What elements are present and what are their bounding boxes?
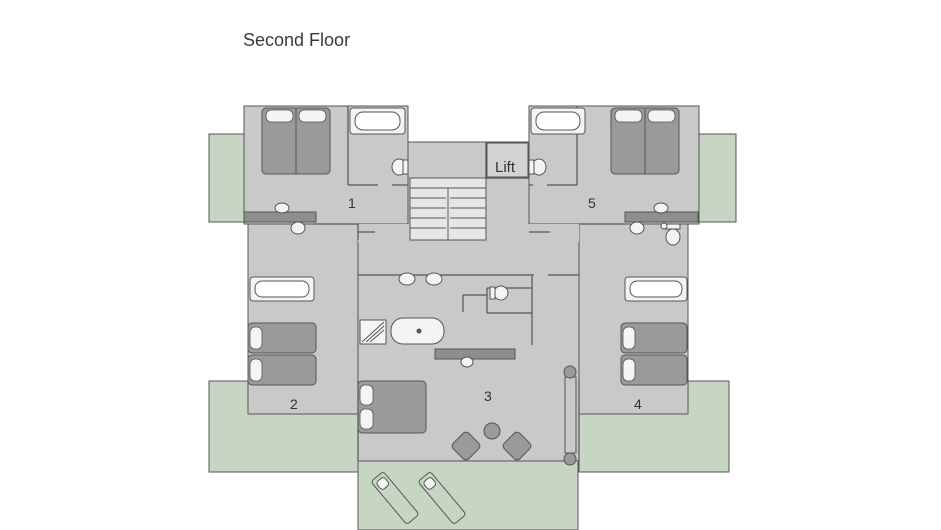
side-table <box>483 422 501 440</box>
pillows <box>249 109 676 430</box>
lift-label: Lift <box>495 159 516 176</box>
toilet-room-4 <box>665 228 681 246</box>
room-label-2: 2 <box>290 396 298 412</box>
room-label-3: 3 <box>484 388 492 404</box>
basin-room-5 <box>653 202 669 214</box>
sanitary-fixtures <box>274 158 681 368</box>
bed-room-3 <box>357 380 427 434</box>
partition-walls <box>314 106 625 461</box>
room-label-1: 1 <box>348 195 356 211</box>
bench-room-3 <box>564 376 577 454</box>
beds <box>247 107 688 434</box>
terrace-room-1 <box>208 133 246 223</box>
basin-room-4 <box>629 221 645 235</box>
basin-room-3-b <box>425 272 443 286</box>
sun-loungers <box>371 472 466 524</box>
armchair-left <box>451 431 481 461</box>
wall-band-room-5 <box>624 211 699 223</box>
basin-room-2 <box>290 221 306 235</box>
bed-room-4-a <box>620 322 688 354</box>
bed-room-4-b <box>620 354 688 386</box>
wall-band-room-3 <box>434 348 516 360</box>
bed-room-2-a <box>247 322 317 354</box>
room-label-5: 5 <box>588 195 596 211</box>
terrace-room-5 <box>697 133 737 223</box>
armchair-right <box>502 431 532 461</box>
room-labels: 1 2 3 4 5 <box>290 195 642 412</box>
basin-room-3-c <box>460 356 474 368</box>
room-label-4: 4 <box>634 396 642 412</box>
lift: Lift <box>486 142 529 178</box>
plan-title: Second Floor <box>243 30 351 50</box>
wall-band-room-1 <box>243 211 317 223</box>
bathtubs <box>249 107 688 345</box>
toilet-room-3 <box>493 285 509 301</box>
basin-room-1 <box>274 202 290 214</box>
lounge-furniture <box>451 365 577 466</box>
bed-room-2-b <box>247 354 317 386</box>
basin-room-3-a <box>398 272 416 286</box>
staircase <box>409 177 487 241</box>
shower-room-3 <box>359 319 387 345</box>
